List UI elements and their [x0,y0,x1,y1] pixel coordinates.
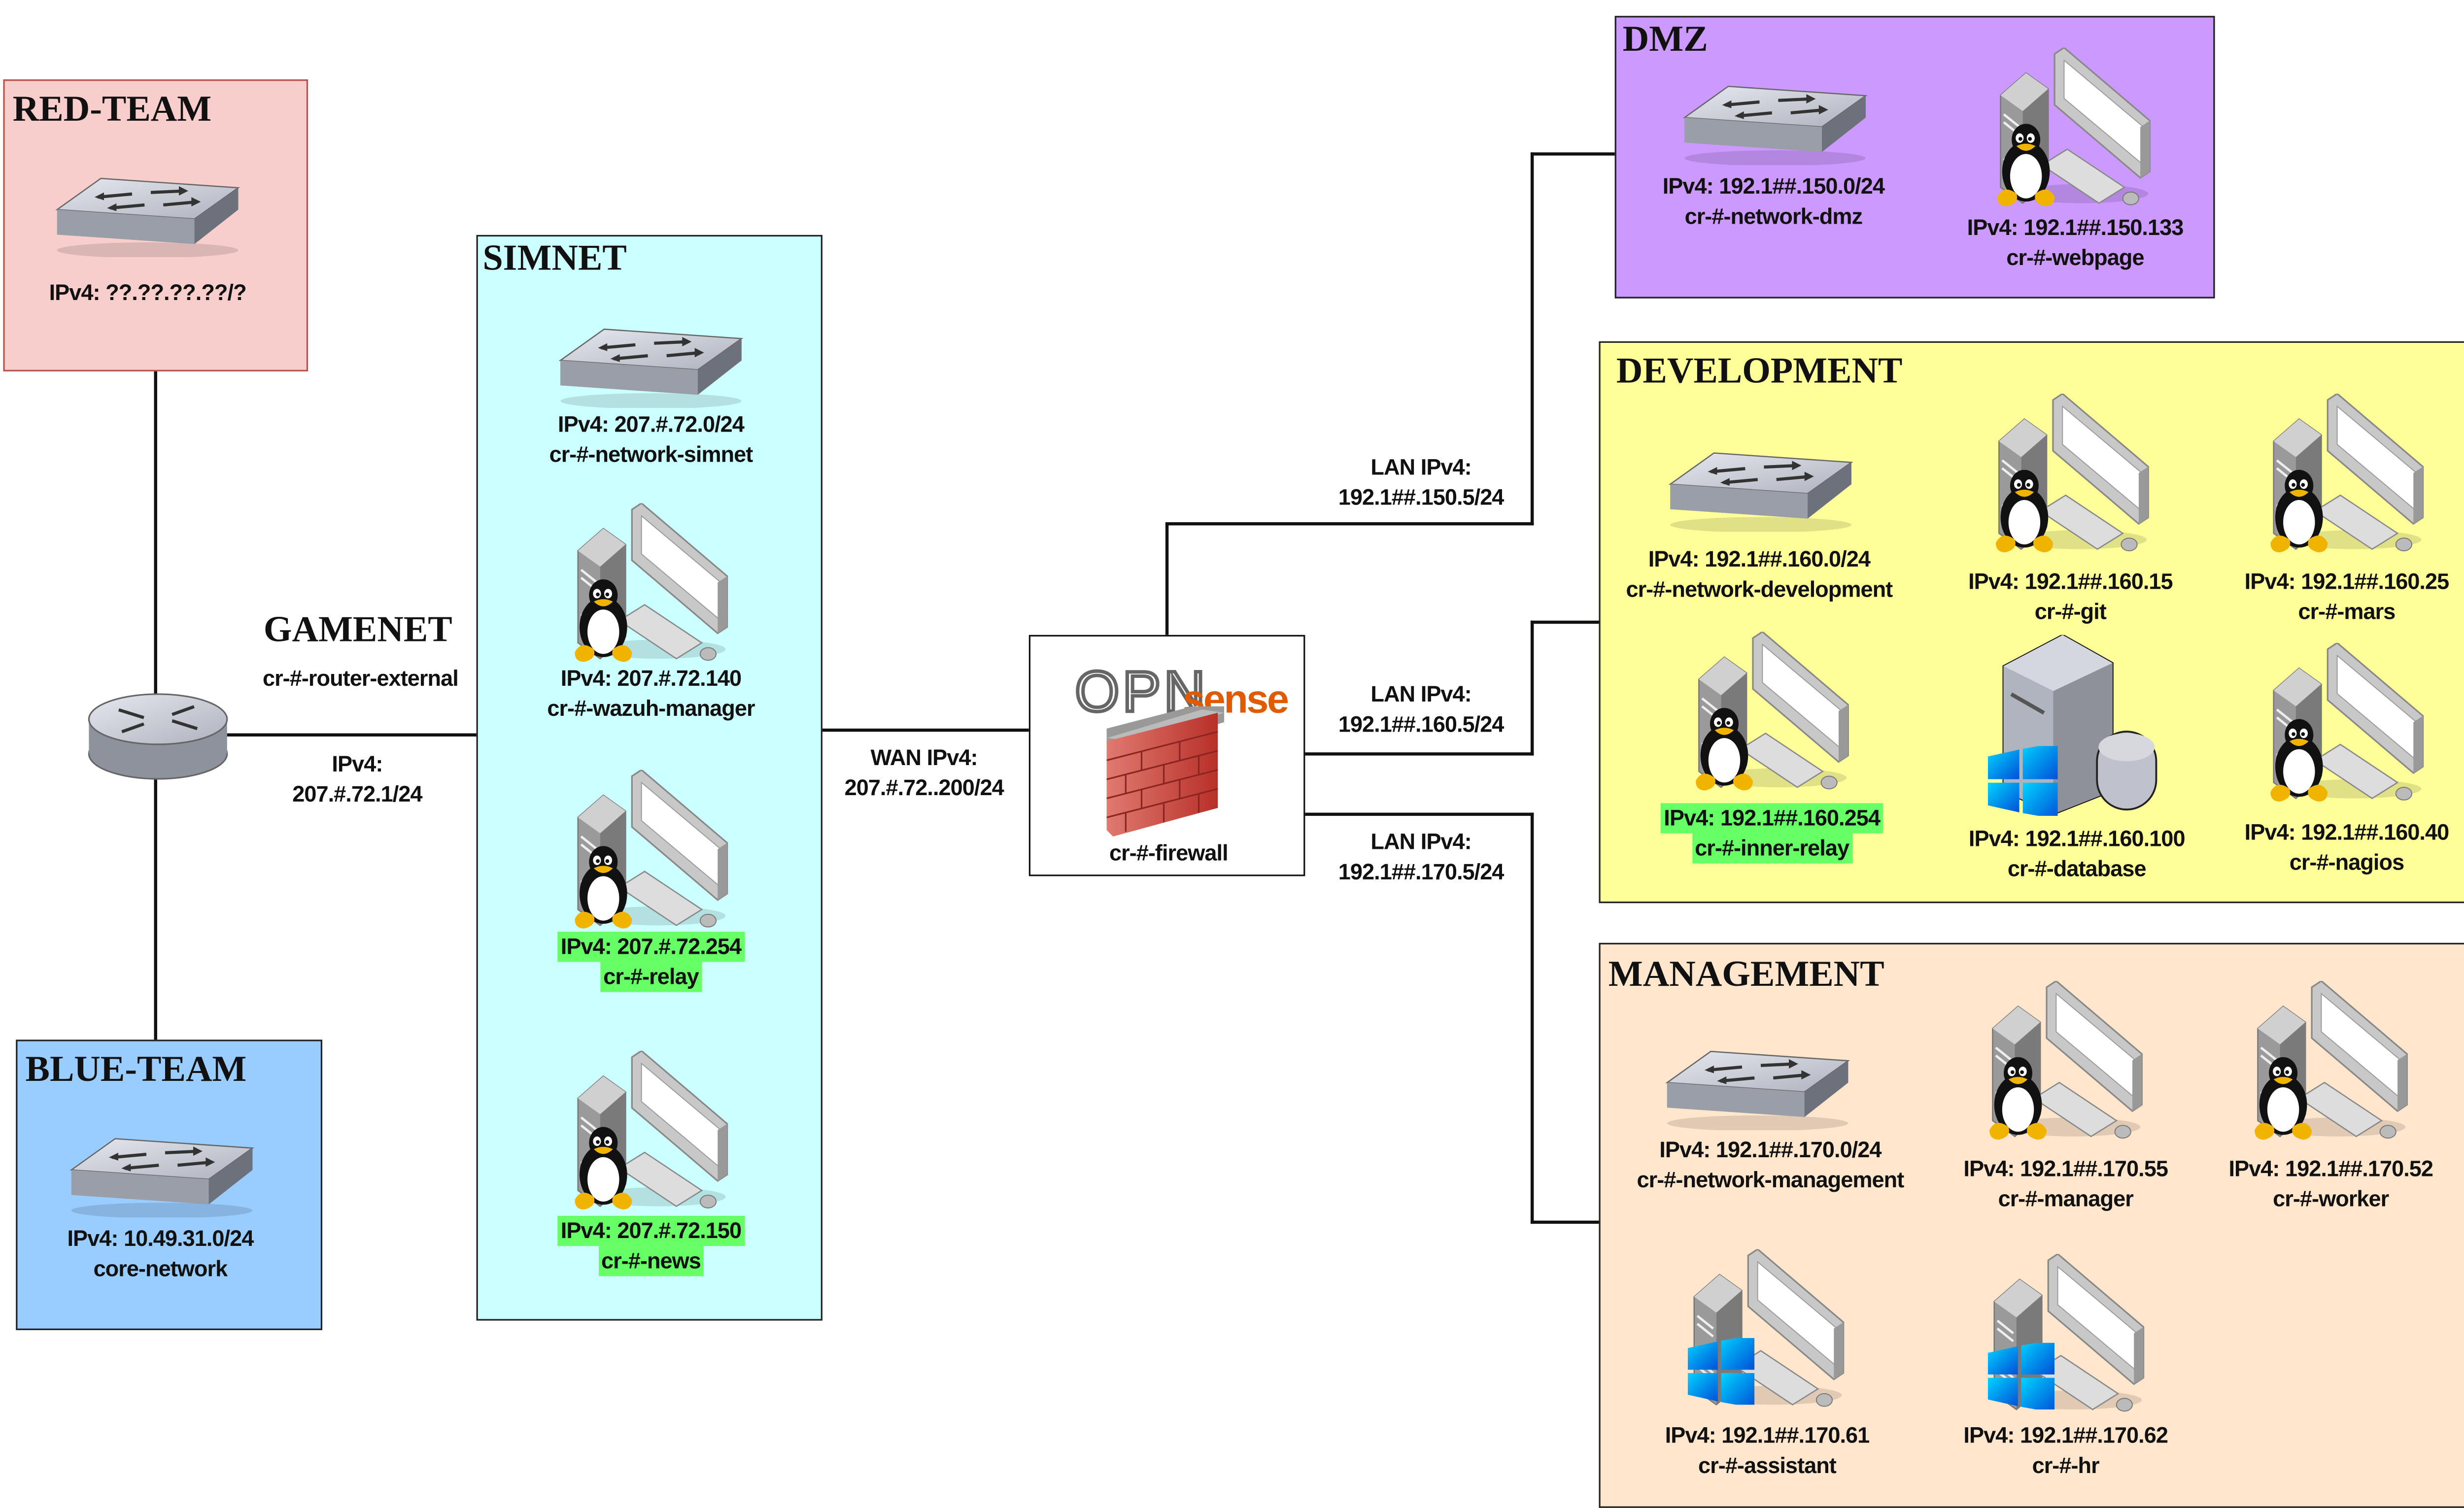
link-firewall-management [1305,812,1534,816]
link-firewall-management [1530,1220,1599,1224]
node-label: IPv4: ??.??.??.??/? [49,279,247,305]
firewall-node: OPN sense cr-#-firewall [1028,635,1305,876]
link-router-simnet [227,733,477,737]
zone-title: SIMNET [482,238,627,278]
link-firewall-dmz [1530,152,1534,526]
linux-computer-icon [2252,981,2410,1140]
link-simnet-firewall [821,728,1029,732]
firewall-name: cr-#-firewall [1109,839,1229,865]
linux-computer-icon [572,503,730,662]
link-firewall-management [1530,812,1534,1224]
switch-icon [68,1135,256,1218]
lan-link-label: LAN IPv4:192.1##.150.5/24 [1338,454,1505,510]
windows-computer-icon [1687,1249,1847,1408]
windows-computer-icon [1987,1254,2147,1412]
gamenet-title: GAMENET [263,609,452,649]
link-router-blueteam [154,777,157,1041]
switch-icon [557,325,745,408]
wan-link-label: WAN IPv4:207.#.72..200/24 [844,744,1004,800]
zone-title: MANAGEMENT [1608,954,1884,994]
zone-title: DMZ [1622,19,1708,59]
linux-computer-icon [2267,394,2426,553]
firewall-brick-icon [1106,706,1225,837]
zone-title: DEVELOPMENT [1616,351,1903,391]
link-firewall-dmz [1530,152,1615,156]
switch-icon [1667,449,1854,532]
link-firewall-development [1530,620,1534,756]
lan-link-label: LAN IPv4:192.1##.170.5/24 [1338,828,1505,884]
windows-server-icon [1987,635,2159,814]
link-firewall-development [1305,752,1534,756]
lan-link-label: LAN IPv4:192.1##.160.5/24 [1338,681,1505,737]
linux-computer-icon [572,770,730,929]
switch-icon [1664,1047,1851,1130]
linux-computer-icon [572,1051,730,1210]
switch-icon [54,174,241,257]
switch-icon [1681,83,1869,166]
linux-computer-icon [1992,394,2151,553]
link-label: IPv4:207.#.72.1/24 [292,750,422,806]
router-icon [87,691,229,783]
linux-computer-icon [1986,981,2145,1140]
link-redteam-router [154,369,157,700]
link-firewall-dmz [1165,522,1534,526]
router-name: cr-#-router-external [262,665,459,691]
zone-title: RED-TEAM [12,89,212,129]
link-firewall-development [1530,620,1599,624]
linux-computer-icon [2267,643,2426,802]
linux-computer-icon [1994,48,2153,206]
zone-title: BLUE-TEAM [25,1049,247,1089]
link-firewall-dmz [1165,524,1169,635]
linux-computer-icon [1693,632,1851,791]
